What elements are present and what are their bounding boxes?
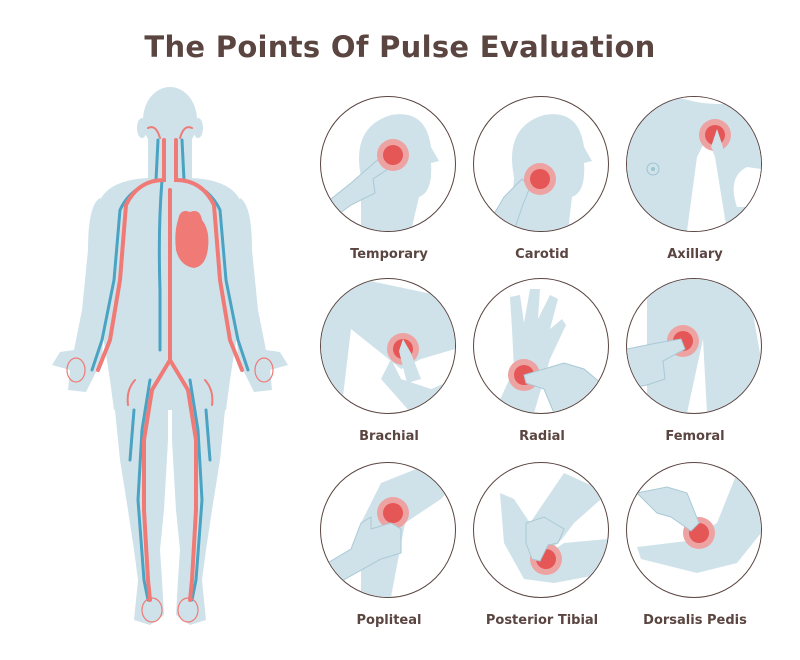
pulse-point-carotid: Carotid (473, 96, 613, 262)
body-silhouette-icon (52, 87, 288, 625)
pulse-point-label: Femoral (665, 429, 725, 444)
pulse-point-label: Carotid (515, 247, 569, 262)
carotid-pulse-icon (473, 96, 609, 232)
pulse-point-label: Dorsalis Pedis (643, 613, 747, 628)
pulse-point-label: Radial (519, 429, 565, 444)
pulse-point-label: Temporary (350, 247, 428, 262)
pulse-point-dorsalis-pedis: Dorsalis Pedis (626, 462, 766, 628)
pulse-point-brachial: Brachial (320, 278, 460, 444)
brachial-pulse-icon (320, 278, 456, 414)
pulse-point-label: Popliteal (356, 613, 422, 628)
temporal-pulse-icon (320, 96, 456, 232)
dorsalis-pedis-pulse-icon (626, 462, 762, 598)
pulse-point-label: Axillary (667, 247, 723, 262)
pulse-point-femoral: Femoral (626, 278, 766, 444)
circulatory-body-figure (30, 80, 310, 640)
pulse-point-temporal: Temporary (320, 96, 460, 262)
pulse-point-popliteal: Popliteal (320, 462, 460, 628)
femoral-pulse-icon (626, 278, 762, 414)
popliteal-pulse-icon (320, 462, 456, 598)
page-title: The Points Of Pulse Evaluation (144, 30, 656, 64)
radial-pulse-icon (473, 278, 609, 414)
pulse-point-label: Posterior Tibial (485, 613, 599, 628)
heart-icon (175, 211, 209, 268)
axillary-pulse-icon (626, 96, 762, 232)
pulse-point-axillary: Axillary (626, 96, 766, 262)
pulse-point-label: Brachial (359, 429, 419, 444)
posterior-tibial-pulse-icon (473, 462, 609, 598)
pulse-point-posterior-tibial: Posterior Tibial (473, 462, 613, 628)
pulse-point-radial: Radial (473, 278, 613, 444)
